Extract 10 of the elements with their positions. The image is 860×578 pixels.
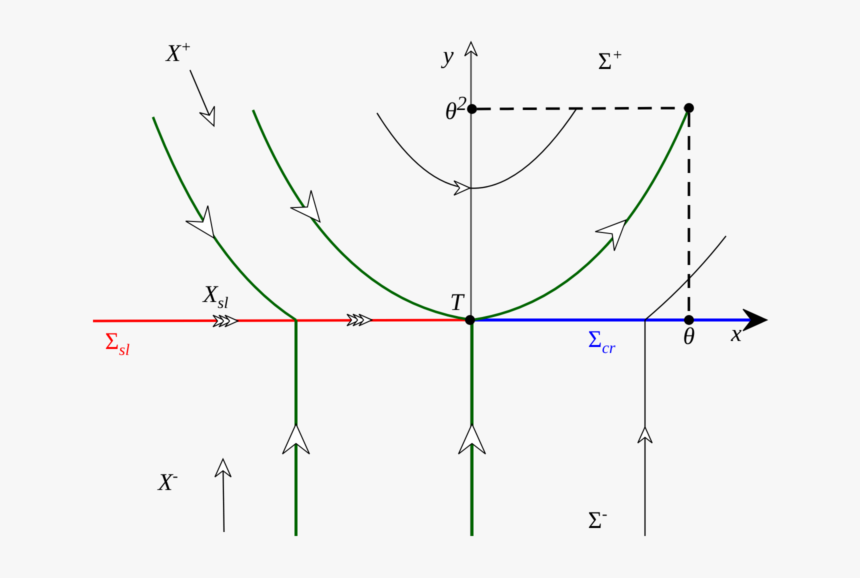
math-label: X$^{-}$ [158, 469, 178, 495]
math-label: Σ$^{+}$ [598, 48, 623, 74]
math-label: y [443, 44, 454, 68]
math-label: Σ$^{-}$ [588, 507, 608, 533]
math-label: X$^{+}$ [166, 40, 192, 66]
math-label: Σ$_{cr}$ [588, 328, 616, 357]
math-label: X$_{sl}$ [203, 283, 228, 312]
math-label: Σ$_{sl}$ [105, 330, 130, 359]
math-label: x [731, 322, 742, 346]
point-marker [684, 103, 694, 113]
